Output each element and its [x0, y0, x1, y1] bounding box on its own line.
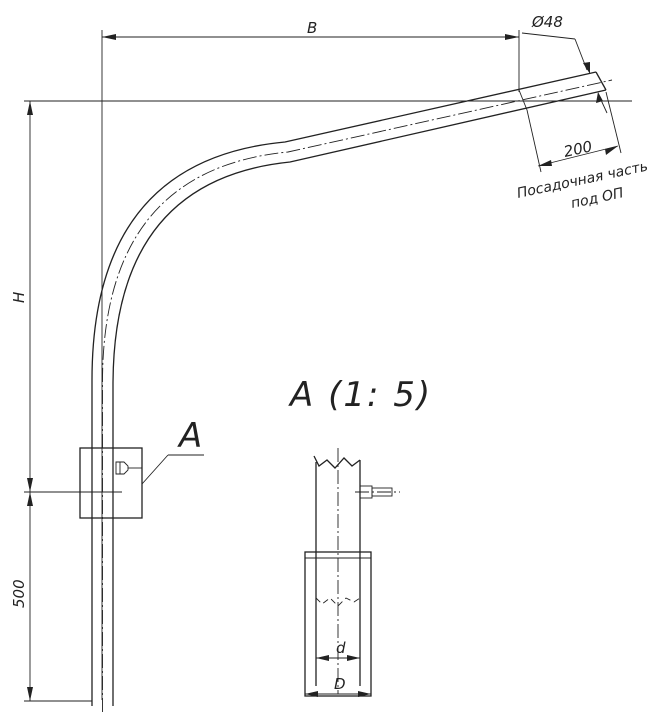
dim-mount-length-label: 200 [562, 137, 594, 161]
dimension-diameter: Ø48 [521, 13, 608, 114]
view-callout-label: A [177, 416, 202, 456]
view-title: A (1: 5) [288, 375, 432, 415]
clamp-callout: A [79, 416, 204, 519]
detail-view-a: d D [304, 448, 400, 697]
dimension-500: 500 [10, 491, 122, 702]
dim-diameter-label: Ø48 [531, 13, 563, 31]
dimension-b: B [101, 19, 520, 700]
dim-d-label: d [336, 639, 346, 657]
dim-D-label: D [334, 675, 346, 693]
dim-b-label: B [307, 19, 317, 37]
bracket-tube [91, 71, 613, 712]
dim-h-label: H [10, 292, 28, 303]
dim-500-label: 500 [10, 579, 28, 608]
dimension-h: H [10, 101, 33, 492]
dimension-mount-length: 200 Посадочная часть под ОП [516, 91, 649, 212]
